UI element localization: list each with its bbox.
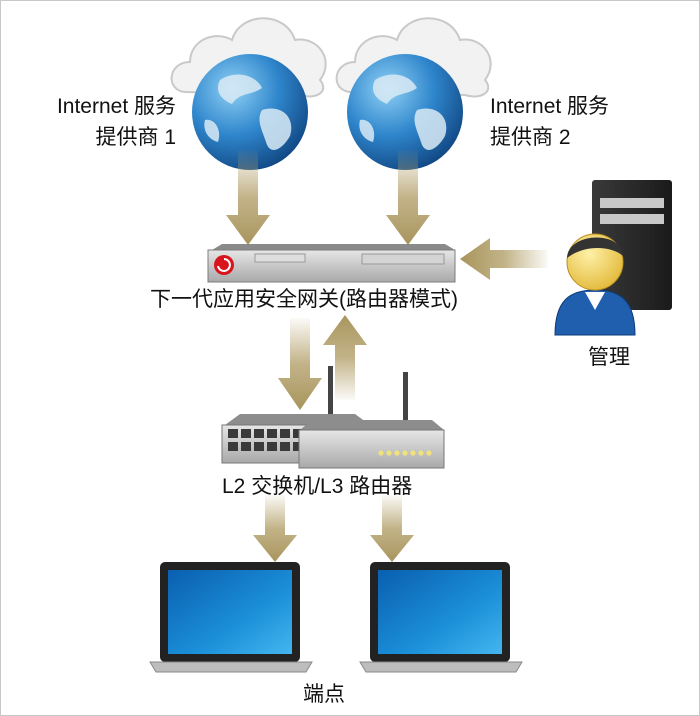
arrow-gateway-to-switch [278,318,322,410]
isp1-label-line2: 提供商 1 [95,126,176,149]
arrow-isp1-to-gateway [226,150,270,245]
l3-router-icon [298,372,445,469]
trend-micro-logo [214,255,234,275]
isp2-label-line1: Internet 服务 [490,95,610,118]
endpoints-label: 端点 [303,683,345,706]
arrow-router-to-endpoint2 [370,495,414,562]
isp1-label-line1: Internet 服务 [56,95,176,118]
isp2-label-line2: 提供商 2 [490,126,571,149]
laptop-icon-endpoint2 [359,562,523,673]
arrow-switch-to-endpoint1 [253,495,297,562]
arrow-admin-to-gateway [460,238,548,280]
globe-icon-isp2 [347,54,463,170]
admin-label: 管理 [588,346,630,369]
admin-user-icon [554,233,636,336]
gateway-device-icon [207,244,456,283]
globe-icon-isp1 [192,54,308,170]
laptop-icon-endpoint1 [149,562,313,673]
switch-router-label: L2 交换机/L3 路由器 [222,475,413,498]
gateway-label: 下一代应用安全网关(路由器模式) [150,288,458,311]
arrow-isp2-to-gateway [386,150,430,245]
arrow-switch-to-gateway [323,315,367,400]
